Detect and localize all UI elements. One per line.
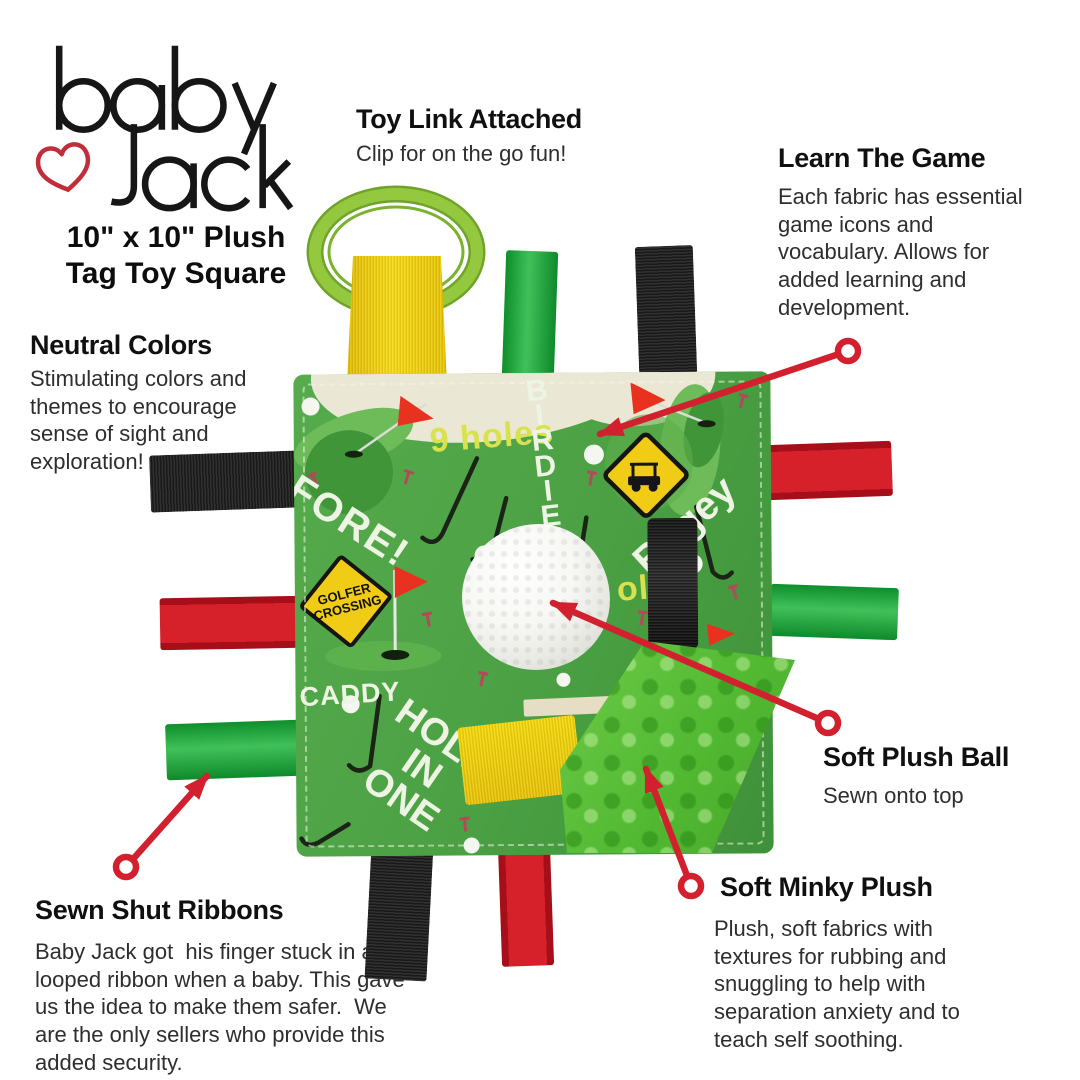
callout-plush-ball-body: Sewn onto top: [823, 783, 964, 808]
callout-neutral-colors-body: Stimulating colors and themes to encoura…: [30, 366, 247, 475]
callout-learn-game-body: Each fabric has essential game icons and…: [778, 184, 1023, 320]
callout-sewn-ribbons-body: Baby Jack got his finger stuck in a loop…: [35, 939, 405, 1075]
callout-toy-link-body: Clip for on the go fun!: [356, 141, 567, 166]
ribbon-tab-black-left: [149, 450, 301, 513]
product-size-tagline: 10" x 10" Plush Tag Toy Square: [65, 221, 287, 290]
ribbon-tab-green-left: [165, 719, 303, 781]
callout-plush-ball-title: Soft Plush Ball: [823, 742, 1010, 772]
ribbon-tab-black-top: [634, 245, 698, 375]
ribbon-tab-red-left: [159, 595, 303, 651]
callout-toy-link-title: Toy Link Attached: [356, 104, 582, 134]
logo-word-jack: [110, 124, 294, 212]
plush-golf-ball: [462, 524, 610, 670]
golf-cart-crossing-sign-icon: [603, 432, 689, 518]
callout-minky-plush-body: Plush, soft fabrics with textures for ru…: [714, 916, 960, 1052]
ribbon-tab-green-right: [769, 583, 899, 641]
logo-word-baby: [55, 45, 277, 156]
arrow-sewn-ribbons: [112, 772, 211, 881]
golfer-crossing-sign: GOLFER CROSSING: [296, 552, 395, 651]
ribbon-loop-yellow-top: [347, 256, 447, 384]
ribbon-tab-red-bottom: [497, 842, 555, 967]
ribbon-tab-green-top: [501, 250, 559, 380]
babyjack-logo: [55, 45, 294, 212]
callout-neutral-colors-title: Neutral Colors: [30, 330, 212, 360]
heart-icon: [35, 142, 91, 193]
ribbon-tab-black-bottom: [364, 843, 434, 982]
ribbon-tab-red-right: [765, 440, 893, 501]
callout-sewn-ribbons-title: Sewn Shut Ribbons: [35, 895, 284, 925]
callout-learn-game-title: Learn The Game: [778, 143, 986, 173]
black-ribbon-loop-center: [647, 517, 699, 650]
callout-minky-plush-title: Soft Minky Plush: [720, 872, 933, 902]
